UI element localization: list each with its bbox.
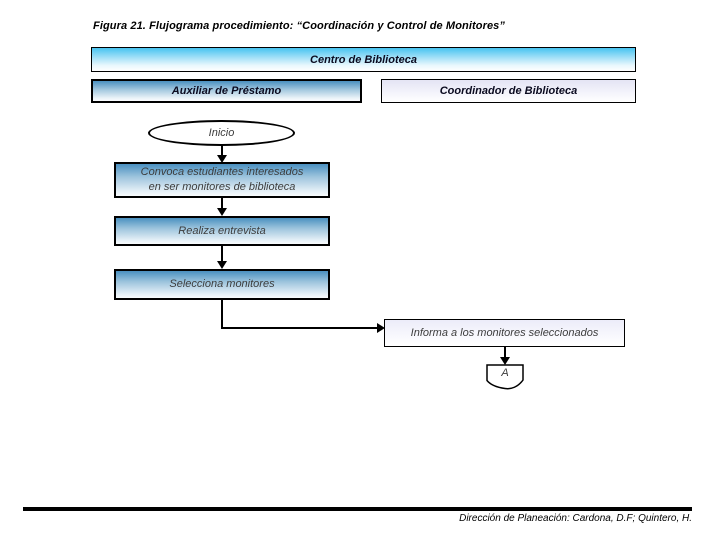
offpage-connector-label: A: [501, 367, 509, 379]
header-band-label: Centro de Biblioteca: [310, 53, 417, 66]
footer-rule: [23, 507, 692, 511]
lane-coordinador-label: Coordinador de Biblioteca: [439, 85, 578, 97]
process-informa-monitores: Informa a los monitores seleccionados: [384, 319, 625, 347]
footer-credit: Dirección de Planeación: Cardona, D.F; Q…: [459, 513, 692, 524]
offpage-connector-shape: [486, 364, 524, 390]
start-terminator-inicio: Inicio: [148, 120, 295, 146]
process-convoca-line1: Convoca estudiantes interesados: [140, 166, 304, 178]
process-entrevista-label: Realiza entrevista: [178, 224, 266, 237]
arrow-entrevista-to-selecciona: [217, 246, 227, 269]
process-selecciona-monitores: Selecciona monitores: [114, 269, 330, 300]
process-convoca-estudiantes: Convoca estudiantes interesados en ser m…: [114, 162, 330, 198]
arrow-informa-to-offpage: [500, 347, 510, 365]
figure-title: Figura 21. Flujograma procedimiento: “Co…: [93, 20, 505, 32]
lane-header-coordinador: Coordinador de Biblioteca: [381, 79, 636, 103]
header-band-centro-de-biblioteca: Centro de Biblioteca: [91, 47, 636, 72]
lane-auxiliar-label: Auxiliar de Préstamo: [171, 85, 282, 97]
arrow-convoca-to-entrevista: [217, 198, 227, 216]
process-informa-label: Informa a los monitores seleccionados: [410, 327, 599, 339]
arrow-selecciona-to-informa: [221, 300, 385, 333]
process-realiza-entrevista: Realiza entrevista: [114, 216, 330, 246]
process-selecciona-label: Selecciona monitores: [169, 278, 275, 290]
process-convoca-line2: en ser monitores de biblioteca: [148, 181, 296, 193]
start-label: Inicio: [208, 127, 235, 139]
arrow-start-to-convoca: [217, 145, 227, 163]
lane-header-auxiliar: Auxiliar de Préstamo: [91, 79, 362, 103]
